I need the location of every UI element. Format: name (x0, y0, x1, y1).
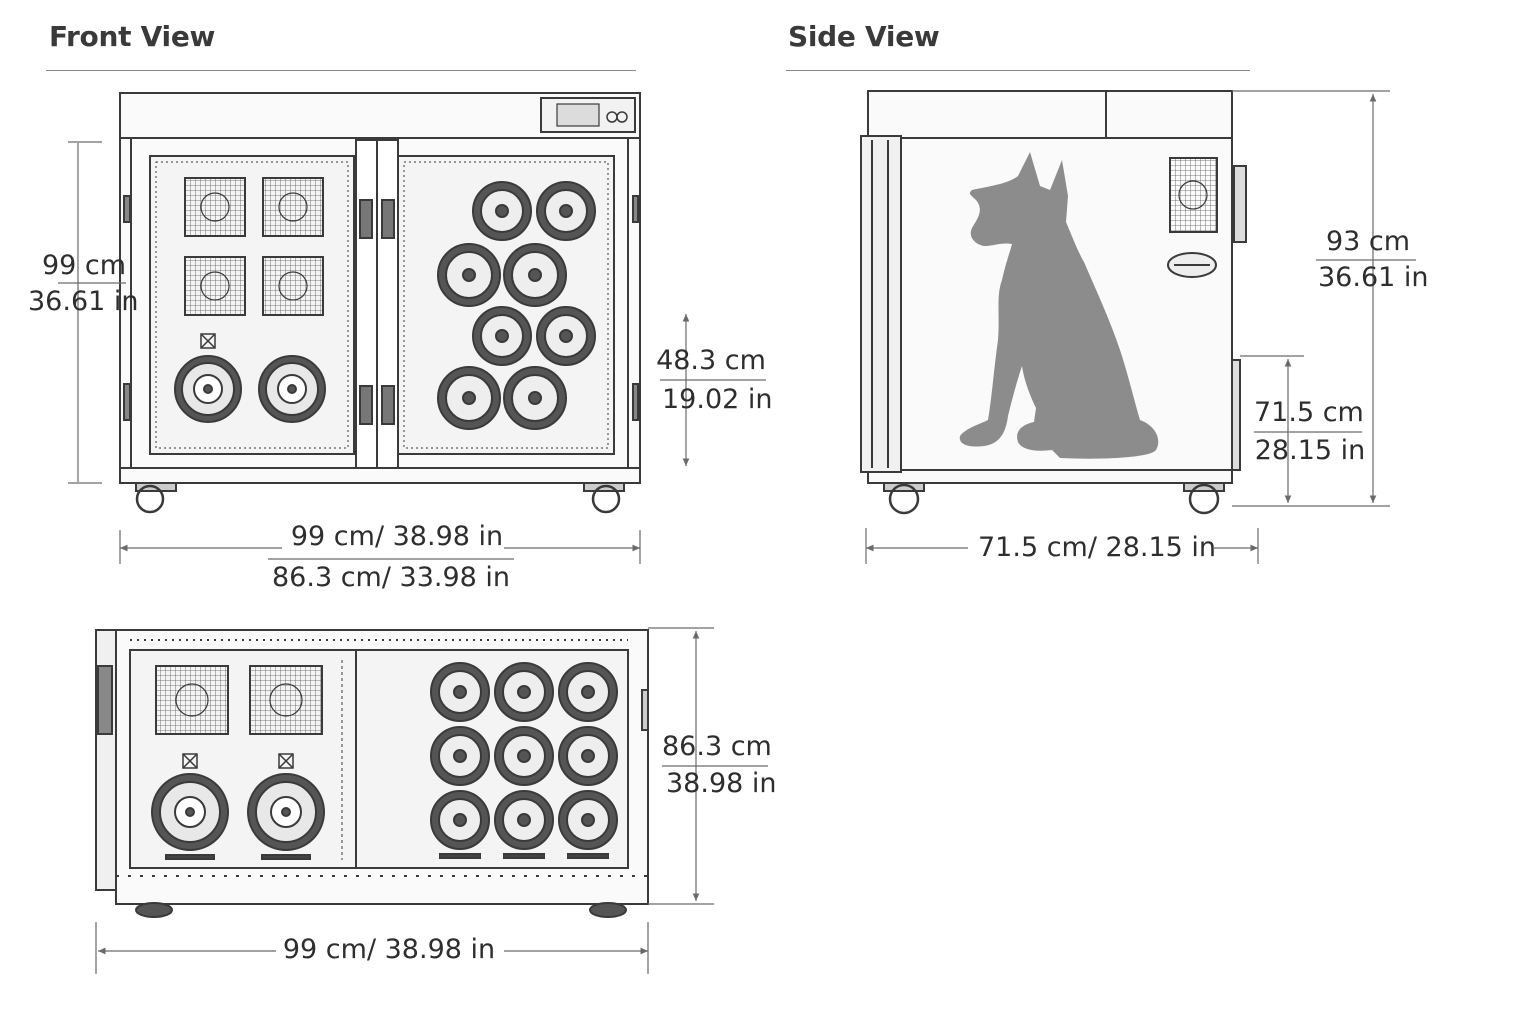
side-view-heading: Side View (788, 20, 940, 53)
side-casters (883, 482, 1225, 515)
front-inner-height-cm-label: 48.3 cm (656, 345, 766, 376)
front-casters (135, 482, 625, 514)
front-view-rule (46, 70, 636, 71)
bottom-width-label: 99 cm/ 38.98 in (282, 934, 496, 965)
bottom-speaker-grid (430, 662, 618, 859)
front-height-in-label: 36.61 in (28, 286, 139, 317)
side-height-in-label: 36.61 in (1318, 262, 1429, 293)
bottom-dimension-lines (95, 627, 768, 974)
front-view-heading: Front View (49, 20, 216, 53)
side-view-rule (786, 70, 1250, 71)
side-height-cm-label: 93 cm (1325, 226, 1411, 257)
side-lower-in-label: 28.15 in (1254, 435, 1366, 466)
bottom-large-speakers (151, 773, 325, 860)
bottom-feet (135, 902, 627, 918)
front-width-outer-label: 99 cm/ 38.98 in (290, 521, 504, 552)
front-large-speakers (174, 355, 326, 423)
bottom-height-in-label: 38.98 in (666, 768, 777, 799)
front-speaker-grid (437, 181, 596, 430)
front-cabinet (119, 92, 641, 514)
bottom-cabinet (95, 629, 649, 918)
bottom-fan-grilles (155, 665, 323, 735)
dog-silhouette (959, 152, 1159, 459)
side-depth-label: 71.5 cm/ 28.15 in (978, 532, 1217, 563)
front-dimension-lines (58, 141, 766, 564)
front-width-inner-label: 86.3 cm/ 33.98 in (272, 562, 511, 593)
fan-grilles (184, 177, 324, 316)
bottom-side-knob (97, 665, 113, 735)
front-height-cm-label: 99 cm (41, 250, 127, 281)
side-door-edge (860, 135, 902, 473)
front-inner-height-in-label: 19.02 in (662, 384, 773, 415)
bottom-height-cm-label: 86.3 cm (662, 731, 772, 762)
side-fan (1169, 157, 1218, 233)
side-dimension-lines (865, 90, 1416, 564)
side-lower-cm-label: 71.5 cm (1254, 397, 1364, 428)
